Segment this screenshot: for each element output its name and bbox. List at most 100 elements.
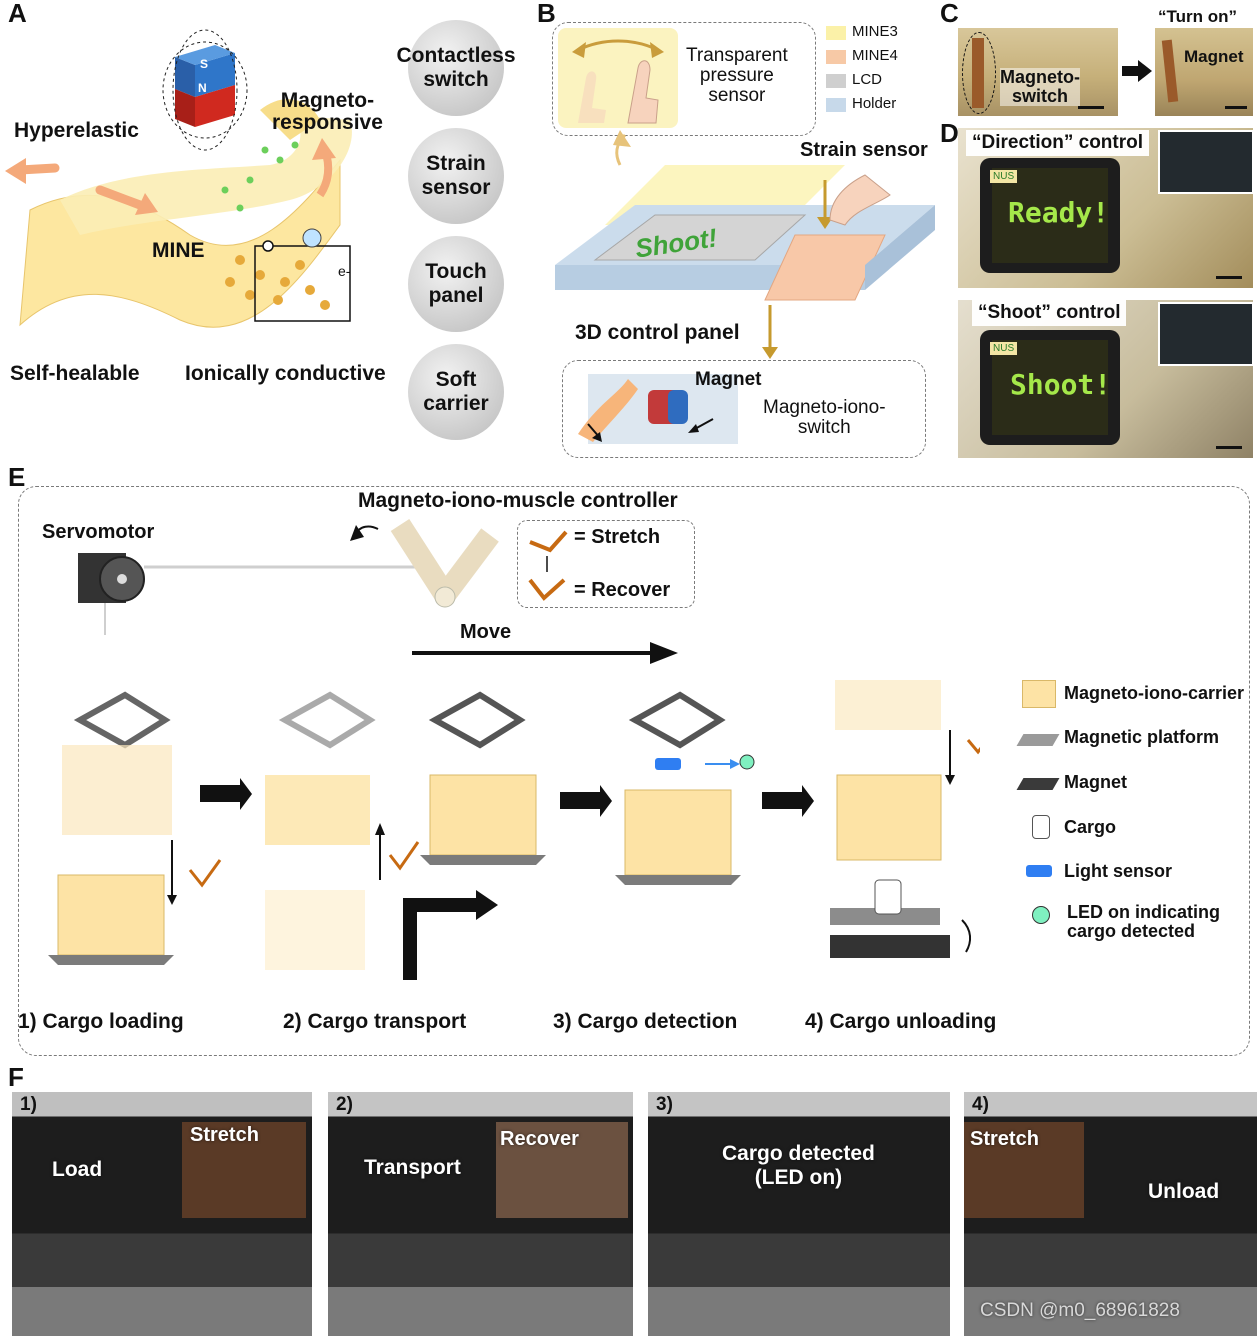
magneto-switch-label: Magneto- switch (1000, 67, 1080, 106)
move-arrow-icon (412, 642, 678, 664)
nus-logo: NUS (990, 342, 1018, 355)
scale-bar (1216, 446, 1242, 449)
frame-2-action: Transport (364, 1156, 461, 1179)
lcd-ready-text: Ready! (1008, 196, 1110, 229)
control-panel-label: 3D control panel (575, 321, 740, 344)
legend-swatch-mine3 (826, 26, 846, 40)
scale-bar (1225, 106, 1247, 109)
frame-4-inset-label: Stretch (970, 1128, 1039, 1150)
servo-controller-illustration (78, 519, 499, 635)
magneto-iono-switch-label: Magneto-iono- switch (763, 397, 886, 438)
game-inset-shoot (1158, 302, 1253, 366)
legend-cargo-label: Cargo (1064, 817, 1117, 837)
inset-stretch-1 (182, 1122, 306, 1218)
frame-2-inset-label: Recover (500, 1128, 579, 1150)
step-2-label: 2) Cargo transport (283, 1010, 467, 1033)
photo-direction-control: NUS Ready! (958, 128, 1253, 288)
bubble-soft-carrier: Soft carrier (408, 344, 504, 440)
panel-a-label: A (8, 0, 27, 28)
turn-on-label: “Turn on” (1158, 7, 1237, 26)
legend-platform-label: Magnetic platform (1064, 727, 1220, 747)
bubble-touch-panel: Touch panel (408, 236, 504, 332)
nus-logo: NUS (990, 170, 1018, 183)
frame-2-number: 2) (336, 1094, 353, 1115)
servomotor-label: Servomotor (42, 521, 155, 543)
legend-label-mine3: MINE3 (852, 23, 898, 40)
turn-on-magnet-label: Magnet (1184, 47, 1244, 66)
panel-a-illustration (5, 29, 352, 328)
legend-magnet-icon (1016, 778, 1060, 790)
frame-3-number: 3) (656, 1094, 673, 1115)
switch-callout (562, 360, 926, 458)
legend-swatch-mine4 (826, 50, 846, 64)
frame-1-action: Load (52, 1158, 103, 1181)
legend-swatch-lcd (826, 74, 846, 88)
lcd-screen (992, 168, 1108, 263)
legend-magnet-label: Magnet (1064, 772, 1127, 792)
legend-label-mine4: MINE4 (852, 47, 898, 64)
legend-led-icon (1032, 906, 1050, 924)
lcd-shoot-text: Shoot! (1010, 368, 1112, 401)
step-4-label: 4) Cargo unloading (805, 1010, 997, 1033)
step-1-label: 1) Cargo loading (18, 1010, 184, 1033)
lcd-device (980, 330, 1120, 445)
photo-frame-2 (328, 1092, 633, 1336)
switch-strip-bent (1161, 39, 1179, 103)
transparent-pressure-sensor-label: Transparent pressure sensor (686, 45, 788, 106)
lcd-screen (992, 340, 1108, 435)
bubble-contactless-switch: Contactless switch (396, 20, 516, 116)
photo-shoot-control: NUS Shoot! (958, 300, 1253, 458)
legend-label-lcd: LCD (852, 71, 883, 88)
self-healable-label: Self-healable (10, 362, 140, 385)
frame-1-inset-label: Stretch (190, 1124, 259, 1146)
stretch-legend-label: = Stretch (574, 526, 661, 548)
legend-platform-icon (1016, 734, 1060, 746)
switch-highlight (962, 32, 996, 114)
scale-bar (1078, 106, 1104, 109)
pressure-sensor-callout (552, 22, 816, 136)
photo-magneto-switch-on (1155, 28, 1253, 116)
legend-light-sensor-icon (1026, 865, 1052, 877)
frame-4-action: Unload (1148, 1180, 1220, 1203)
frame-3-action: Cargo detected (LED on) (722, 1142, 875, 1189)
hyperelastic-label: Hyperelastic (14, 119, 139, 142)
magneto-responsive-label: Magneto- responsive (272, 89, 383, 135)
control-panel-illustration (555, 130, 935, 359)
legend-led-label: LED on indicating cargo detected (1067, 902, 1220, 941)
lcd-device (980, 158, 1120, 273)
move-label: Move (460, 621, 512, 643)
direction-control-label: “Direction” control (966, 130, 1150, 156)
frame-1-number: 1) (20, 1094, 37, 1115)
photo-frame-1 (12, 1092, 312, 1336)
photo-frame-3 (648, 1092, 950, 1336)
legend-light-sensor-label: Light sensor (1064, 861, 1173, 881)
legend-cargo-icon (1032, 815, 1050, 839)
inset-stretch-4 (964, 1122, 1084, 1218)
controller-title: Magneto-iono-muscle controller (358, 489, 678, 512)
cargo-process-illustration (48, 680, 980, 980)
game-inset-direction (1158, 130, 1253, 194)
legend-carrier-label: Magneto-iono-carrier (1064, 683, 1245, 703)
panel-f-label: F (8, 1062, 24, 1092)
stretch-recover-legend (517, 520, 695, 608)
mine-label: MINE (152, 239, 205, 262)
legend-label-holder: Holder (852, 95, 897, 112)
panel-d-label: D (940, 118, 959, 148)
panel-c-label: C (940, 0, 959, 28)
hand-gesture-image (558, 28, 678, 128)
legend-swatch-holder (826, 98, 846, 112)
photo-frame-4 (964, 1092, 1257, 1336)
strain-sensor-label: Strain sensor (800, 139, 928, 161)
ionically-conductive-label: Ionically conductive (185, 362, 386, 385)
magneto-iono-switch-illustration (578, 374, 738, 444)
frame-4-number: 4) (972, 1094, 989, 1115)
panel-e-label: E (8, 462, 26, 492)
watermark: CSDN @m0_68961828 (980, 1300, 1180, 1321)
shoot-control-label: “Shoot” control (972, 300, 1127, 326)
bubble-strain-sensor: Strain sensor (408, 128, 504, 224)
recover-legend-label: = Recover (574, 579, 671, 601)
magnet-s-label: S (200, 57, 209, 71)
arrow-right-icon (1122, 60, 1152, 82)
step-3-label: 3) Cargo detection (553, 1010, 738, 1033)
panel-e-frame (18, 486, 1250, 1056)
